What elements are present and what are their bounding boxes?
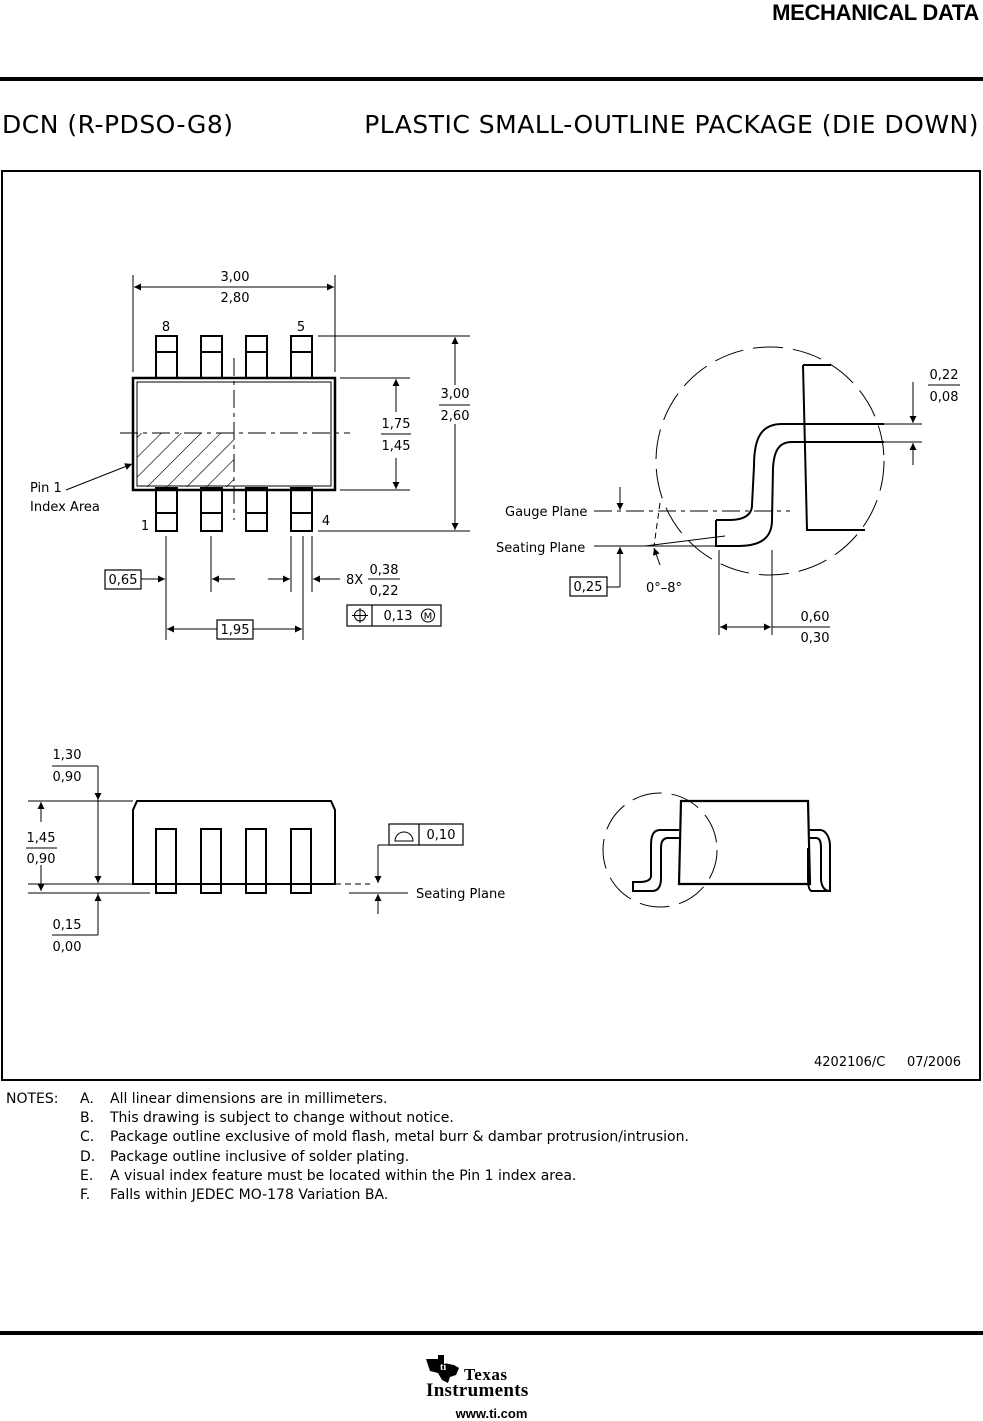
doc-number: 4202106/C	[814, 1055, 885, 1070]
texas-state-icon: ti	[426, 1355, 459, 1383]
top-rule	[0, 77, 983, 81]
angle-label: 0°–8°	[646, 581, 682, 596]
gauge-plane-label: Gauge Plane	[505, 505, 587, 520]
bottom-rule	[0, 1331, 983, 1335]
lead-width-max: 0,38	[370, 563, 399, 578]
a-min: 0,90	[53, 770, 82, 785]
seating-plane-label: Seating Plane	[496, 541, 585, 556]
drawing-frame	[1, 170, 981, 1081]
body-height-min: 1,45	[382, 439, 411, 454]
doc-date: 07/2006	[907, 1055, 961, 1070]
svg-text:ti: ti	[440, 1362, 446, 1373]
gauge-height: 0,25	[574, 580, 603, 595]
body-height-max: 1,75	[382, 417, 411, 432]
foot-min: 0,30	[801, 631, 830, 646]
pin1-label-line1: Pin 1	[30, 481, 62, 496]
position-tolerance: 0,13	[384, 609, 413, 624]
ti-url[interactable]: www.ti.com	[455, 1406, 528, 1421]
pin-4-label: 4	[322, 514, 330, 529]
width-min: 2,80	[221, 291, 250, 306]
foot-max: 0,60	[801, 610, 830, 625]
pin-1-label: 1	[141, 519, 149, 534]
seating-plane-front-label: Seating Plane	[416, 887, 505, 902]
pin1-index-area	[137, 433, 234, 487]
note-e: E.A visual index feature must be located…	[80, 1168, 577, 1184]
mmc-modifier-icon	[421, 608, 435, 623]
overall-height-max: 3,00	[441, 387, 470, 402]
a1-min: 0,00	[53, 940, 82, 955]
note-c: C.Package outline exclusive of mold flas…	[80, 1129, 689, 1145]
ti-brand-line1: Texas	[464, 1365, 508, 1384]
pitch-value: 0,65	[109, 573, 138, 588]
package-code: DCN (R-PDSO-G8)	[2, 110, 234, 139]
a-max: 1,30	[53, 748, 82, 763]
end-view	[602, 792, 831, 908]
note-d: D.Package outline inclusive of solder pl…	[80, 1149, 410, 1165]
mmc-modifier: M	[424, 612, 433, 623]
a1-max: 0,15	[53, 918, 82, 933]
front-view: 1,30 0,90 1,45 0,90 0,15 0,00	[26, 748, 505, 955]
overall-height-min: 2,60	[441, 409, 470, 424]
a2-min: 0,90	[27, 852, 56, 867]
ti-brand-line2: Instruments	[426, 1380, 529, 1401]
note-f: F.Falls within JEDEC MO-178 Variation BA…	[80, 1187, 389, 1203]
lead-thk-max: 0,22	[930, 368, 959, 383]
pin-8-label: 8	[162, 320, 170, 335]
section-header: MECHANICAL DATA	[772, 0, 979, 25]
coplanarity-value: 0,10	[427, 828, 456, 843]
lead-width-min: 0,22	[370, 584, 399, 599]
lead-detail: 0,22 0,08 Gauge Plane Seating Plane 0,25…	[496, 346, 960, 646]
profile-surface-icon	[394, 831, 414, 842]
lead-thk-min: 0,08	[930, 390, 959, 405]
note-b: B.This drawing is subject to change with…	[80, 1110, 454, 1126]
lead-count: 8X	[346, 573, 363, 588]
span-value: 1,95	[221, 623, 250, 638]
a2-max: 1,45	[27, 831, 56, 846]
notes-label: NOTES:	[6, 1091, 59, 1107]
width-max: 3,00	[221, 270, 250, 285]
pin-5-label: 5	[297, 320, 305, 335]
pin1-label-line2: Index Area	[30, 500, 100, 515]
bottom-leads	[155, 487, 313, 532]
ti-logo: ti Texas Instruments	[424, 1355, 564, 1405]
top-view: 3,00 2,80 8 5 1 4 1,75	[30, 270, 470, 640]
note-a: A.All linear dimensions are in millimete…	[80, 1091, 388, 1107]
package-name: PLASTIC SMALL-OUTLINE PACKAGE (DIE DOWN)	[364, 110, 979, 139]
